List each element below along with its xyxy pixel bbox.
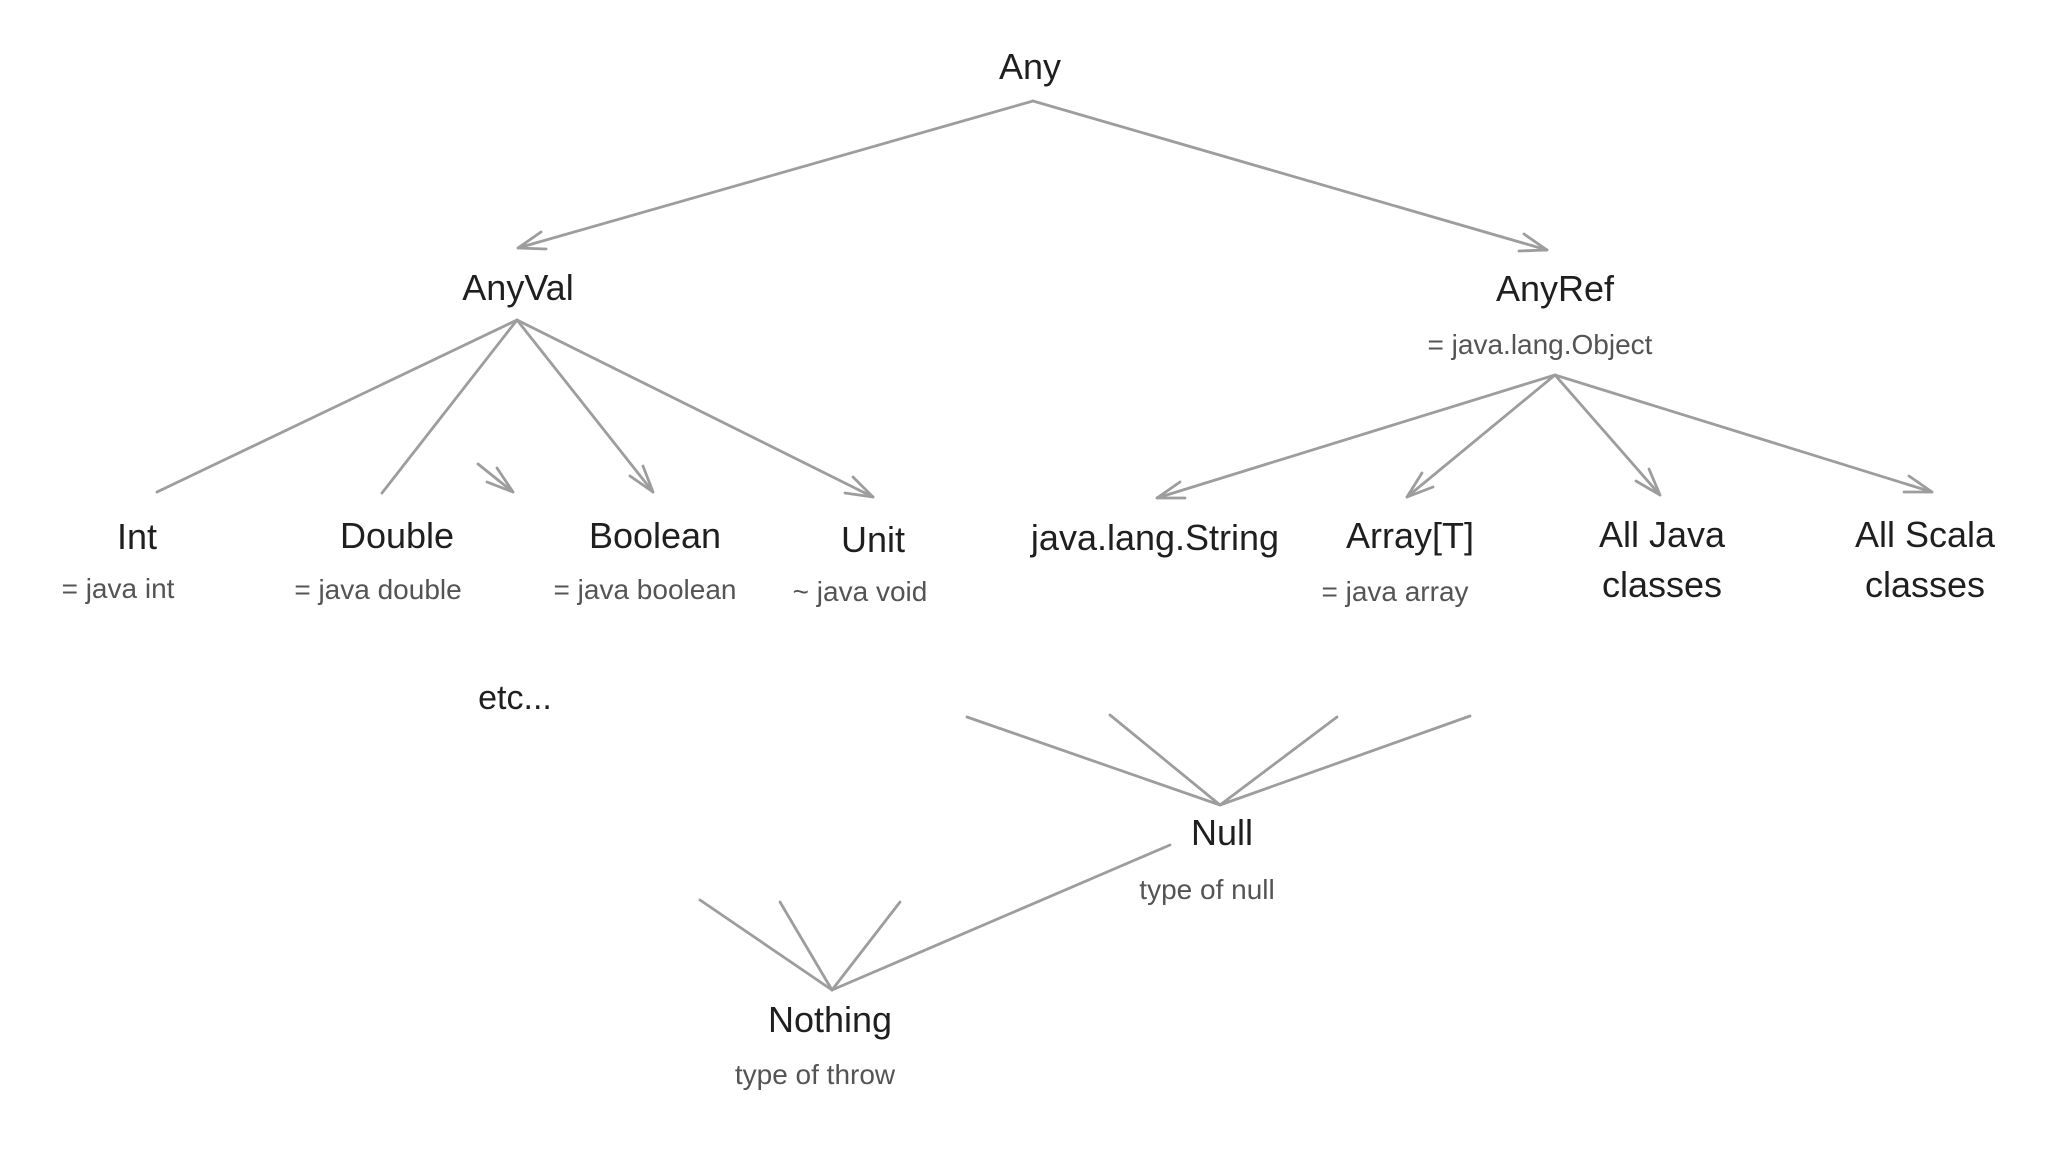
edges-value-types-to-nothing xyxy=(698,898,902,992)
node-all-java-line2: classes xyxy=(1601,564,1723,605)
edge-line xyxy=(1218,715,1339,807)
edge-anyval-to-int xyxy=(155,318,519,494)
arrowhead-icon xyxy=(1405,471,1435,499)
edge-line xyxy=(830,900,902,992)
node-etc-label: etc... xyxy=(478,679,552,717)
arrowhead-icon xyxy=(485,466,515,494)
edge-anyref-to-array xyxy=(1405,373,1557,499)
node-anyval-label: AnyVal xyxy=(462,267,574,308)
node-all-scala-line2: classes xyxy=(1864,564,1986,605)
edge-line xyxy=(830,843,1172,992)
edge-line xyxy=(1218,714,1472,807)
node-anyref-label: AnyRef xyxy=(1495,268,1615,309)
node-java-lang-string-label: java.lang.String xyxy=(1030,517,1280,558)
edge-anyval-to-double xyxy=(380,318,519,495)
edge-anyval-to-unit xyxy=(515,318,875,499)
node-double-label: Double xyxy=(339,515,455,556)
node-double-subtitle: = java double xyxy=(294,574,462,605)
edge-anyval-to-boolean xyxy=(515,318,655,494)
node-int-subtitle: = java int xyxy=(61,573,175,604)
edge-line xyxy=(515,318,875,499)
edge-line xyxy=(1155,373,1557,500)
edge-line xyxy=(778,900,834,992)
node-any-label: Any xyxy=(998,46,1062,87)
edge-line xyxy=(1553,373,1662,497)
edge-anyref-to-all-java xyxy=(1553,373,1662,497)
edge-line xyxy=(516,99,1035,250)
node-all-scala-classes-label: All Scala classes xyxy=(1855,510,1995,610)
edge-line xyxy=(965,715,1222,807)
node-boolean-subtitle: = java boolean xyxy=(553,574,737,605)
node-all-scala-line1: All Scala xyxy=(1854,514,1996,555)
edge-line xyxy=(1405,373,1557,499)
node-unit-subtitle: ~ java void xyxy=(792,576,928,607)
arrowhead-icon xyxy=(1902,474,1934,494)
node-array-subtitle: = java array xyxy=(1321,576,1469,607)
edge-null-to-nothing xyxy=(830,843,1172,992)
arrowhead-icon xyxy=(516,230,548,251)
node-boolean-label: Boolean xyxy=(588,515,722,556)
node-int-label: Int xyxy=(116,516,158,557)
edge-any-to-anyval xyxy=(516,99,1035,251)
node-null-label: Null xyxy=(1190,812,1254,853)
edge-line xyxy=(380,318,519,495)
edge-line xyxy=(1553,373,1934,494)
edge-line xyxy=(698,898,834,992)
node-all-java-line1: All Java xyxy=(1598,514,1726,555)
node-array-label: Array[T] xyxy=(1345,515,1475,556)
node-nothing-subtitle: type of throw xyxy=(734,1059,896,1090)
edge-line xyxy=(476,462,515,494)
edge-any-to-anyref xyxy=(1031,99,1549,253)
arrowhead-icon xyxy=(628,464,655,494)
node-nothing-label: Nothing xyxy=(767,999,893,1040)
edge-anyref-to-string xyxy=(1155,373,1557,500)
node-all-java-classes-label: All Java classes xyxy=(1599,510,1725,610)
edge-anyref-to-all-scala xyxy=(1553,373,1934,494)
arrowhead-icon xyxy=(1517,232,1549,253)
arrowhead-icon xyxy=(1634,467,1662,497)
node-null-subtitle: type of null xyxy=(1139,874,1275,905)
node-unit-label: Unit xyxy=(840,519,906,560)
arrowhead-icon xyxy=(843,475,875,499)
edge-line xyxy=(1031,99,1549,252)
edge-line xyxy=(1108,713,1222,807)
stray-arrowhead xyxy=(476,462,515,494)
arrowhead-icon xyxy=(1155,480,1187,500)
edge-line xyxy=(515,318,655,494)
edges-anyref-subtypes-to-null xyxy=(965,713,1472,807)
edge-line xyxy=(155,318,519,494)
node-anyref-subtitle: = java.lang.Object xyxy=(1427,329,1653,360)
